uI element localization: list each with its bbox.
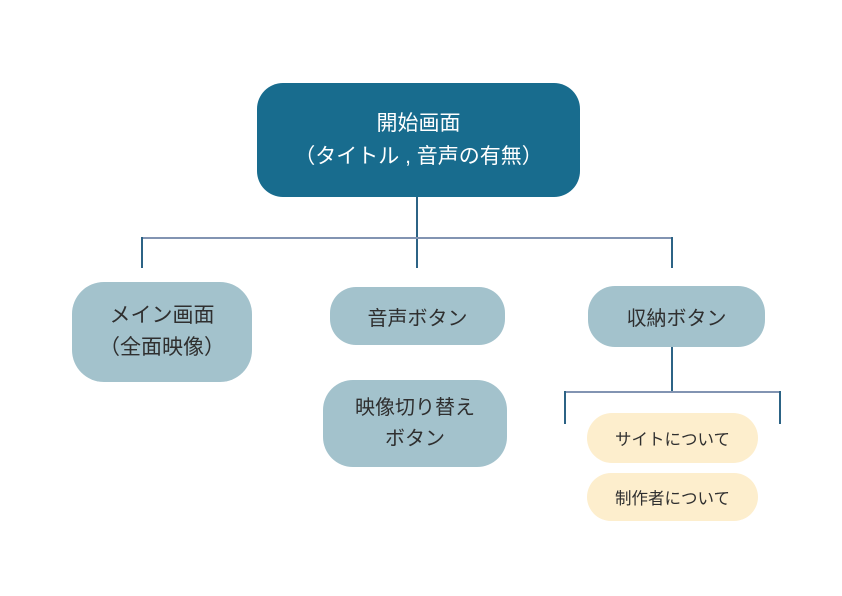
connector-storage-rail-right-stub [779,391,781,424]
node-about-creator: 制作者について [587,473,758,521]
connector-storage-rail-left-stub [564,391,566,424]
connector-storage-button-stub [671,237,673,268]
node-video-switch-button: 映像切り替え ボタン [323,380,507,467]
node-main-screen: メイン画面 （全面映像） [72,282,252,382]
connector-root-rail [141,237,673,239]
node-about-creator-label: 制作者について [614,490,730,508]
node-about-site-label: サイトについて [614,431,730,449]
connector-storage-stem [671,347,673,392]
connector-root-stem [416,197,418,268]
connector-main-screen-stub [141,237,143,268]
node-video-switch-button-line1: 映像切り替え [355,396,475,419]
node-audio-button: 音声ボタン [330,287,505,345]
node-main-screen-line2: （全面映像） [99,336,225,359]
node-main-screen-line1: メイン画面 [109,304,215,327]
node-storage-button: 収納ボタン [588,286,765,347]
node-about-site: サイトについて [587,413,758,463]
node-start-screen: 開始画面 （タイトル , 音声の有無） [257,83,580,197]
node-start-screen-line1: 開始画面 [376,112,461,135]
node-start-screen-line2: （タイトル , 音声の有無） [294,145,543,168]
node-video-switch-button-line2: ボタン [385,427,445,450]
connector-storage-rail [564,391,781,393]
node-storage-button-label: 収納ボタン [626,308,727,330]
node-audio-button-label: 音声ボタン [367,307,468,330]
